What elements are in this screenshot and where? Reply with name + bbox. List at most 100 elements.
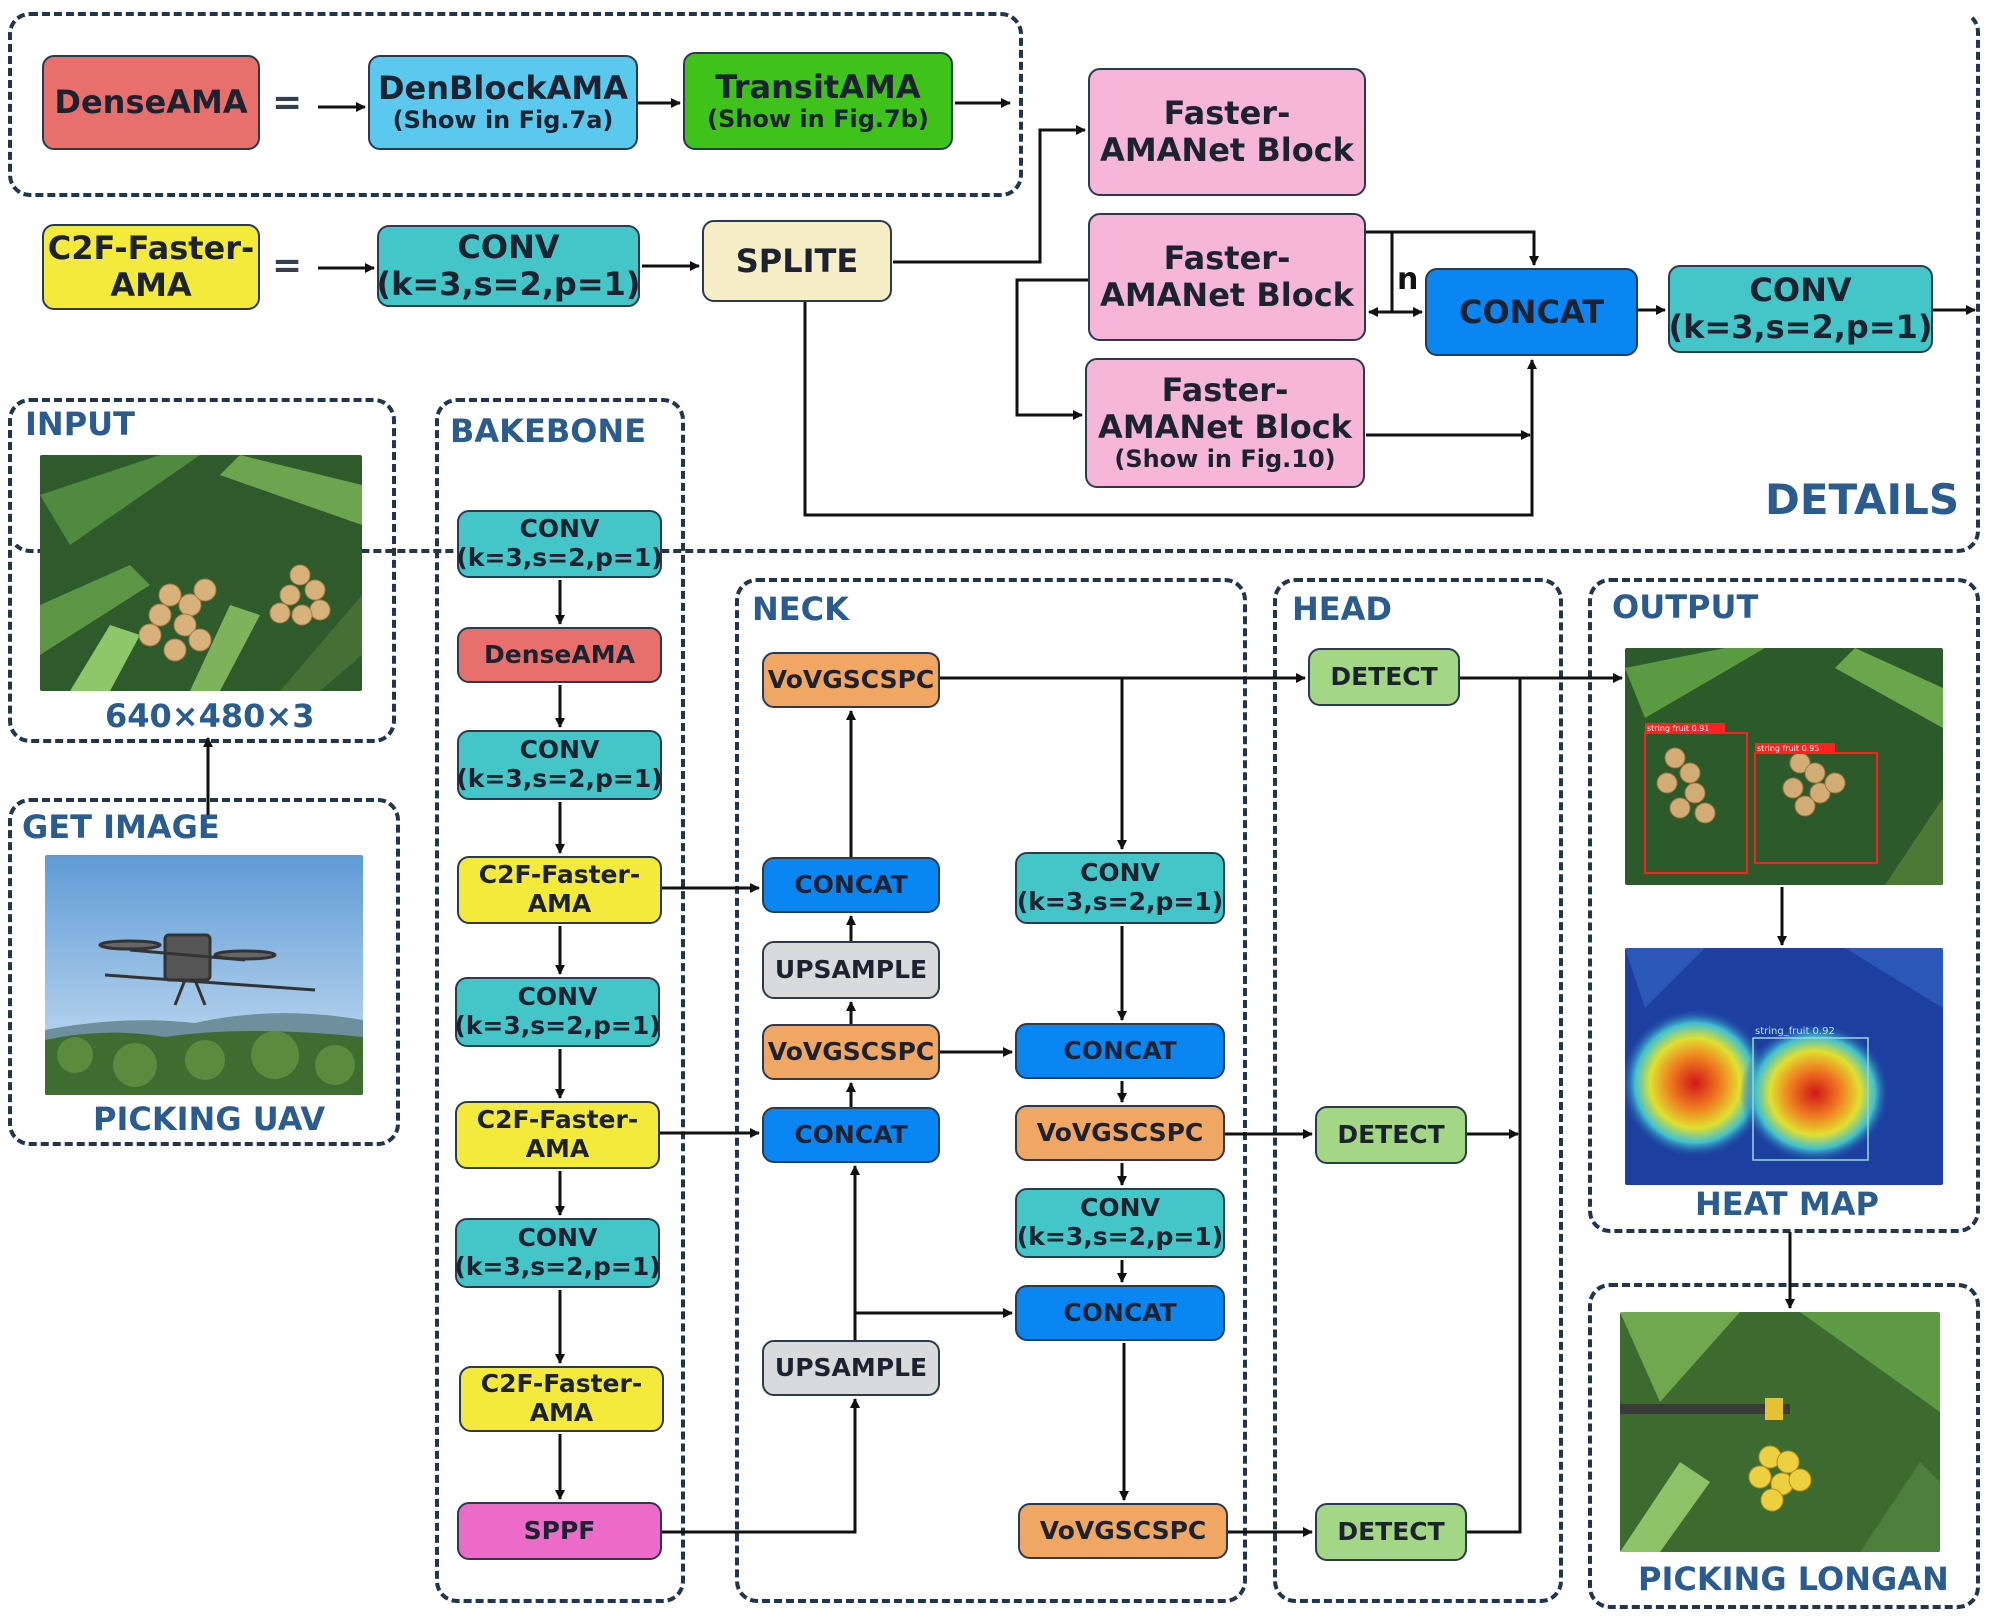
arrow-faster2-to-concat — [1366, 230, 1539, 266]
head-detect-2: DETECT — [1315, 1106, 1467, 1164]
picking-longan-caption: PICKING LONGAN — [1638, 1560, 1949, 1598]
detection-photo-art: string fruit 0.91 string fruit 0.95 — [1625, 648, 1943, 885]
bb-conv1-line1: CONV — [519, 514, 600, 544]
backbone-c2f-1: C2F-Faster- AMA — [457, 856, 662, 924]
neck-concat2-label: CONCAT — [794, 1119, 908, 1149]
heat-det-label: string_fruit 0.92 — [1755, 1026, 1835, 1037]
det-label-2: string fruit 0.95 — [1757, 744, 1819, 753]
neck-conv-r1: CONV (k=3,s=2,p=1) — [1015, 852, 1225, 924]
backbone-panel — [435, 398, 685, 1603]
denblock-ama-box: DenBlockAMA (Show in Fig.7a) — [368, 55, 638, 150]
conv-detail-line1: CONV — [457, 228, 560, 267]
conv-out-line1: CONV — [1749, 271, 1852, 310]
head-panel — [1273, 578, 1563, 1603]
bb-c2f2-line2: AMA — [525, 1134, 590, 1163]
neck-concat-r1: CONCAT — [1015, 1023, 1225, 1079]
bb-conv2-line2: (k=3,s=2,p=1) — [456, 764, 663, 793]
input-longan-photo — [40, 455, 362, 691]
neck-vov-r1-label: VoVGSCSPC — [1036, 1117, 1204, 1147]
output-panel — [1588, 578, 1980, 1233]
details-panel — [8, 10, 1980, 553]
head-detect-1: DETECT — [1308, 648, 1460, 706]
uav-photo — [45, 855, 363, 1095]
arrow-splite-bypass — [803, 302, 1537, 517]
neck-vov-bottom: VoVGSCSPC — [1018, 1503, 1228, 1559]
dense-ama-label: DenseAMA — [54, 83, 248, 122]
neck-conv-r2: CONV (k=3,s=2,p=1) — [1015, 1188, 1225, 1258]
c2f-faster-ama-detail-box: C2F-Faster- AMA — [42, 224, 260, 310]
backbone-conv-2: CONV (k=3,s=2,p=1) — [456, 730, 663, 800]
bb-c2f3-line2: AMA — [529, 1398, 594, 1427]
transit-ama-sub: (Show in Fig.7b) — [707, 104, 929, 133]
splite-label: SPLITE — [735, 241, 859, 280]
neck-vov-mid-label: VoVGSCSPC — [767, 1036, 935, 1066]
backbone-sppf: SPPF — [457, 1502, 662, 1560]
heat-map-caption: HEAT MAP — [1695, 1185, 1879, 1223]
input-label: INPUT — [25, 405, 135, 443]
details-dense-panel — [8, 12, 1023, 197]
neck-upsample1-label: UPSAMPLE — [774, 954, 928, 984]
backbone-conv-3: CONV (k=3,s=2,p=1) — [454, 977, 661, 1047]
faster2-line2: AMANet Block — [1100, 276, 1354, 314]
neck-panel — [735, 578, 1247, 1603]
neck-concat-2: CONCAT — [762, 1107, 940, 1163]
output-detection-photo: string fruit 0.91 string fruit 0.95 — [1625, 648, 1943, 885]
neck-concat-r2-label: CONCAT — [1063, 1297, 1177, 1327]
input-size-label: 640×480×3 — [105, 697, 315, 735]
transit-ama-box: TransitAMA (Show in Fig.7b) — [683, 52, 953, 150]
output-label: OUTPUT — [1612, 588, 1759, 626]
line-detect3-merge — [1467, 678, 1522, 1534]
bb-conv2-line1: CONV — [519, 735, 600, 765]
input-photo-art — [40, 455, 362, 691]
neck-vov-r1: VoVGSCSPC — [1015, 1105, 1225, 1161]
faster1-line2: AMANet Block — [1100, 131, 1354, 169]
neck-concat-r1-label: CONCAT — [1063, 1035, 1177, 1065]
bb-c2f2-line1: C2F-Faster- — [476, 1105, 639, 1135]
bb-conv4-line2: (k=3,s=2,p=1) — [454, 1252, 661, 1281]
head-detect1-label: DETECT — [1330, 661, 1438, 691]
backbone-c2f-2: C2F-Faster- AMA — [455, 1101, 660, 1169]
head-detect-3: DETECT — [1315, 1503, 1467, 1561]
bb-c2f1-line2: AMA — [527, 889, 592, 918]
neck-upsample-2: UPSAMPLE — [762, 1340, 940, 1396]
faster3-line2: AMANet Block — [1098, 408, 1352, 447]
transit-ama-title: TransitAMA — [715, 67, 921, 106]
picking-longan-photo — [1620, 1312, 1940, 1552]
arrow-branch-to-faster3 — [1015, 278, 1088, 420]
concat-detail-label: CONCAT — [1458, 292, 1605, 331]
neck-label: NECK — [752, 590, 849, 628]
faster-amanet-block-1: Faster- AMANet Block — [1088, 68, 1366, 196]
backbone-c2f-3: C2F-Faster- AMA — [459, 1366, 664, 1432]
c2f-detail-line1: C2F-Faster- — [47, 229, 255, 268]
conv-out-detail-box: CONV (k=3,s=2,p=1) — [1668, 265, 1933, 353]
backbone-label: BAKEBONE — [450, 412, 647, 450]
head-detect3-label: DETECT — [1337, 1516, 1445, 1546]
faster-amanet-block-2: Faster- AMANet Block — [1088, 213, 1366, 341]
arrow-loop-back — [1368, 232, 1394, 317]
faster-amanet-block-3: Faster- AMANet Block (Show in Fig.10) — [1085, 358, 1365, 488]
get-image-panel — [8, 798, 400, 1146]
arrow-splite-to-faster1 — [893, 125, 1086, 264]
head-detect2-label: DETECT — [1337, 1119, 1445, 1149]
neck-concat1-label: CONCAT — [794, 869, 908, 899]
bb-c2f3-line1: C2F-Faster- — [480, 1369, 643, 1399]
conv-out-line2: (k=3,s=2,p=1) — [1668, 308, 1933, 346]
neck-conv-r2-line2: (k=3,s=2,p=1) — [1016, 1222, 1224, 1251]
details-label: DETAILS — [1765, 475, 1960, 524]
dense-ama-box: DenseAMA — [42, 55, 260, 150]
bb-c2f1-line1: C2F-Faster- — [478, 860, 641, 890]
neck-vov-top-label: VoVGSCSPC — [767, 664, 935, 694]
bb-conv4-line1: CONV — [517, 1223, 598, 1253]
equals-sign-c2f: = — [272, 245, 303, 286]
neck-conv-r2-line1: CONV — [1080, 1193, 1160, 1223]
neck-vov-top: VoVGSCSPC — [762, 652, 940, 708]
bb-conv3-line2: (k=3,s=2,p=1) — [454, 1011, 661, 1040]
get-image-label: GET IMAGE — [22, 808, 220, 846]
conv-detail-box: CONV (k=3,s=2,p=1) — [376, 225, 641, 307]
picking-uav-label: PICKING UAV — [93, 1100, 326, 1138]
faster1-line1: Faster- — [1163, 94, 1291, 133]
neck-upsample2-label: UPSAMPLE — [774, 1352, 928, 1382]
denblock-ama-sub: (Show in Fig.7a) — [392, 106, 614, 135]
faster3-line3: (Show in Fig.10) — [1114, 445, 1336, 473]
uav-photo-art — [45, 855, 363, 1095]
